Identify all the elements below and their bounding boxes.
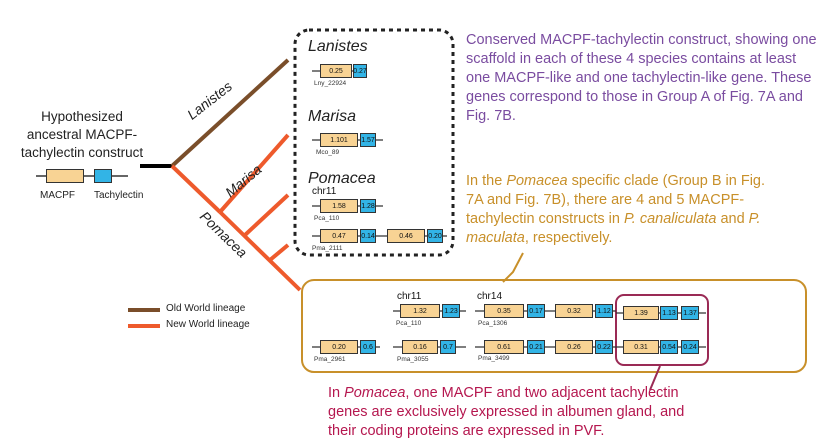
orange-note: In the Pomacea specific clade (Group B i… xyxy=(466,173,766,246)
box2-pca110-macpf: 1.32 xyxy=(400,304,440,318)
pca1306-macpf-2: 0.32 xyxy=(555,304,593,318)
pma2961-macpf: 0.20 xyxy=(320,340,358,354)
marisa-branch xyxy=(218,133,290,214)
pma3499-macpf-1: 0.61 xyxy=(484,340,524,354)
pca1306-macpf-1: 0.35 xyxy=(484,304,524,318)
pma3055-macpf: 0.16 xyxy=(402,340,438,354)
lanistes-macpf-gene: 0.25 xyxy=(320,64,352,78)
highlight-bottom-macpf: 0.31 xyxy=(623,340,659,354)
ancestral-tachylectin-gene xyxy=(94,169,112,183)
pma2111-tachylectin-gene-1: 0.14 xyxy=(360,229,376,243)
purple-note: Conserved MACPF-tachylectin construct, s… xyxy=(466,32,817,124)
pomacea-branch xyxy=(218,210,302,292)
highlight-top-tachylectin-1: 1.13 xyxy=(660,306,678,320)
pca1306-tachylectin-1: 0.17 xyxy=(527,304,545,318)
pca1306-label: Pca_1306 xyxy=(478,320,508,327)
box2-pca110-label: Pca_110 xyxy=(396,320,422,327)
species-pomacea: Pomacea xyxy=(308,170,376,187)
conserved-box xyxy=(293,28,455,257)
crimson-callout xyxy=(649,365,661,391)
highlight-bottom-tachylectin-1: 0.54 xyxy=(660,340,678,354)
ancestral-macpf-gene xyxy=(46,169,84,183)
pma3055-tachylectin: 0.7 xyxy=(440,340,456,354)
pma2111-macpf-gene-2: 0.46 xyxy=(387,229,425,243)
pomacea-clade-box xyxy=(301,279,807,373)
pomacea-sub-branch-1 xyxy=(243,193,290,237)
pma2111-macpf-gene-1: 0.47 xyxy=(320,229,358,243)
legend-old-world: Old World lineage xyxy=(166,303,246,314)
lanistes-tachylectin-gene: 0.27 xyxy=(353,64,367,78)
highlight-top-macpf: 1.39 xyxy=(623,306,659,320)
box2-chr11-label: chr11 xyxy=(397,291,422,302)
lanistes-branch xyxy=(170,58,290,168)
ancestral-tachylectin-label: Tachylectin xyxy=(94,190,144,201)
pma3499-tachylectin-1: 0.21 xyxy=(527,340,545,354)
crimson-note: In Pomacea, one MACPF and two adjacent t… xyxy=(328,385,685,439)
ancestral-title: Hypothesized ancestral MACPF- tachylecti… xyxy=(20,109,144,160)
marisa-macpf-gene: 1.101 xyxy=(320,133,358,147)
box2-chr14-label: chr14 xyxy=(477,291,503,302)
pca110-macpf-gene: 1.58 xyxy=(320,199,358,213)
pca110-tachylectin-gene: 1.28 xyxy=(360,199,376,213)
pma2961-tachylectin: 0.6 xyxy=(360,340,376,354)
box2-pca110-tachylectin: 1.23 xyxy=(442,304,460,318)
pma3499-macpf-2: 0.26 xyxy=(555,340,593,354)
pma3499-label: Pma_3499 xyxy=(478,355,510,362)
highlight-top-tachylectin-2: 1.37 xyxy=(681,306,699,320)
pma2111-tachylectin-gene-2: 0.20 xyxy=(427,229,443,243)
legend-new-world: New World lineage xyxy=(166,319,250,330)
pma3055-label: Pma_3055 xyxy=(397,356,429,363)
lanistes-scaffold-label: Lny_22924 xyxy=(314,80,347,87)
albumen-highlight-box xyxy=(615,294,709,366)
orange-callout xyxy=(502,252,524,283)
species-marisa: Marisa xyxy=(308,108,357,125)
pma2111-label: Pma_2111 xyxy=(312,245,343,252)
pca110-label: Pca_110 xyxy=(314,215,340,222)
species-lanistes: Lanistes xyxy=(308,38,368,55)
ancestral-macpf-label: MACPF xyxy=(40,190,75,201)
marisa-scaffold-label: Mco_89 xyxy=(316,149,340,156)
pma3499-tachylectin-2: 0.22 xyxy=(595,340,613,354)
highlight-bottom-tachylectin-2: 0.24 xyxy=(681,340,699,354)
new-world-trunk xyxy=(170,164,222,214)
pomacea-sub-branch-2 xyxy=(268,243,290,262)
marisa-tachylectin-gene: 1.57 xyxy=(360,133,376,147)
box1-chr11-label: chr11 xyxy=(312,186,337,197)
pca1306-tachylectin-2: 1.12 xyxy=(595,304,613,318)
pma2961-label: Pma_2961 xyxy=(314,356,346,363)
